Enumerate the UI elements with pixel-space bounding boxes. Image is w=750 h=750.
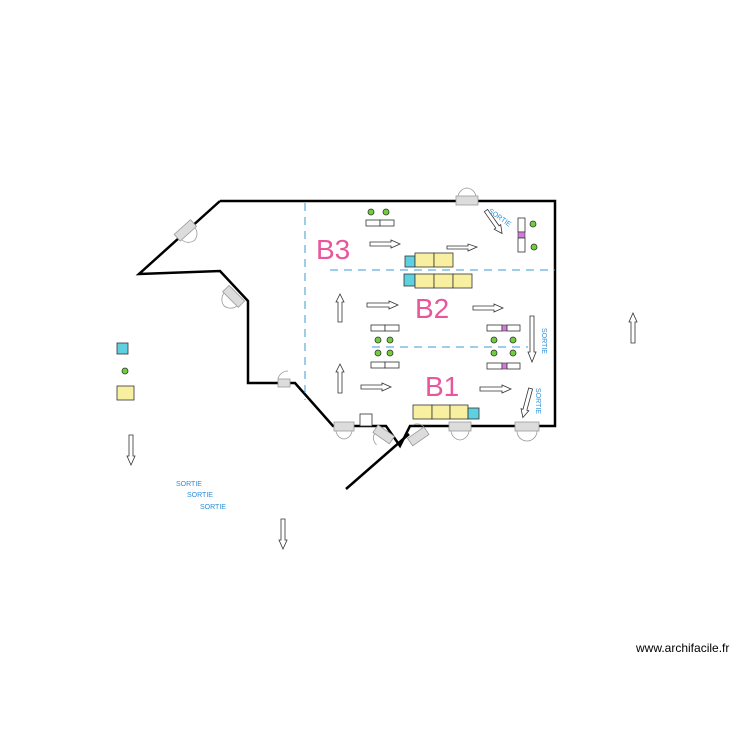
- table: [384, 324, 400, 332]
- entrance-wall-segment: [345, 433, 410, 490]
- exit-label: SORTIE: [176, 481, 202, 488]
- stand-yellow: [433, 273, 454, 289]
- plant: [367, 208, 375, 216]
- table: [370, 361, 386, 369]
- plant: [374, 336, 382, 344]
- stand-yellow: [431, 404, 451, 420]
- plant: [490, 349, 498, 357]
- direction-arrow-right: [446, 243, 479, 252]
- plant: [386, 349, 394, 357]
- plant: [509, 349, 517, 357]
- table: [365, 219, 381, 227]
- table: [384, 361, 400, 369]
- purple-marker: [501, 362, 508, 370]
- plant: [530, 243, 538, 251]
- door-inner-corner[interactable]: [277, 370, 291, 388]
- direction-arrow-down-diagonal: [520, 387, 534, 419]
- direction-arrow-down-diagonal: [483, 208, 503, 235]
- legend-stand-yellow: [116, 385, 135, 401]
- direction-arrow-up: [628, 312, 638, 344]
- purple-marker: [517, 231, 526, 239]
- table: [506, 324, 521, 332]
- door-top[interactable]: [455, 187, 479, 206]
- plant: [374, 349, 382, 357]
- stand-cyan: [404, 255, 416, 268]
- stand-yellow: [412, 404, 433, 420]
- watermark: www.archifacile.fr: [636, 641, 730, 655]
- building-wall: [135, 199, 557, 449]
- direction-arrow-down: [527, 315, 537, 364]
- table-vertical: [517, 237, 526, 253]
- plant: [382, 208, 390, 216]
- door-upper-left[interactable]: [173, 219, 202, 248]
- plant: [386, 336, 394, 344]
- stand-yellow: [414, 273, 435, 289]
- plant: [529, 220, 537, 228]
- direction-arrow-down: [278, 518, 288, 550]
- table: [486, 362, 503, 370]
- direction-arrow-down: [126, 434, 136, 466]
- table: [506, 362, 521, 370]
- stand-yellow: [433, 252, 454, 268]
- exit-label: SORTIE: [200, 504, 226, 511]
- direction-arrow-right: [472, 303, 504, 313]
- plant: [509, 336, 517, 344]
- legend-stand-cyan: [116, 342, 129, 355]
- direction-arrow-up: [335, 363, 345, 394]
- table: [379, 219, 395, 227]
- small-box: [359, 413, 373, 427]
- direction-arrow-right: [366, 300, 399, 310]
- exit-label: SORTIE: [534, 388, 541, 414]
- legend-plant: [121, 367, 129, 375]
- table-vertical: [517, 217, 526, 233]
- door-entrance-right[interactable]: [403, 420, 430, 447]
- direction-arrow-right: [369, 239, 401, 249]
- exit-label: SORTIE: [187, 492, 213, 499]
- stand-yellow: [449, 404, 469, 420]
- zone-label-b2: B2: [415, 293, 449, 324]
- stand-cyan: [467, 407, 480, 420]
- door-bottom-right[interactable]: [514, 421, 540, 442]
- purple-marker: [501, 324, 508, 332]
- plant: [490, 336, 498, 344]
- direction-arrow-up: [335, 293, 345, 323]
- door-entrance-left[interactable]: [368, 424, 396, 450]
- door-bottom-left[interactable]: [333, 421, 355, 440]
- stand-yellow: [414, 252, 435, 268]
- stand-cyan: [403, 273, 416, 287]
- zone-label-b3: B3: [316, 234, 350, 265]
- table: [486, 324, 503, 332]
- direction-arrow-right: [360, 382, 392, 392]
- zone-label-b1: B1: [425, 371, 459, 402]
- exit-label: SORTIE: [540, 328, 547, 354]
- direction-arrow-right: [479, 384, 512, 394]
- door-bottom-center[interactable]: [448, 421, 472, 441]
- stand-yellow: [452, 273, 473, 289]
- table: [370, 324, 386, 332]
- door-left-wall[interactable]: [216, 284, 246, 313]
